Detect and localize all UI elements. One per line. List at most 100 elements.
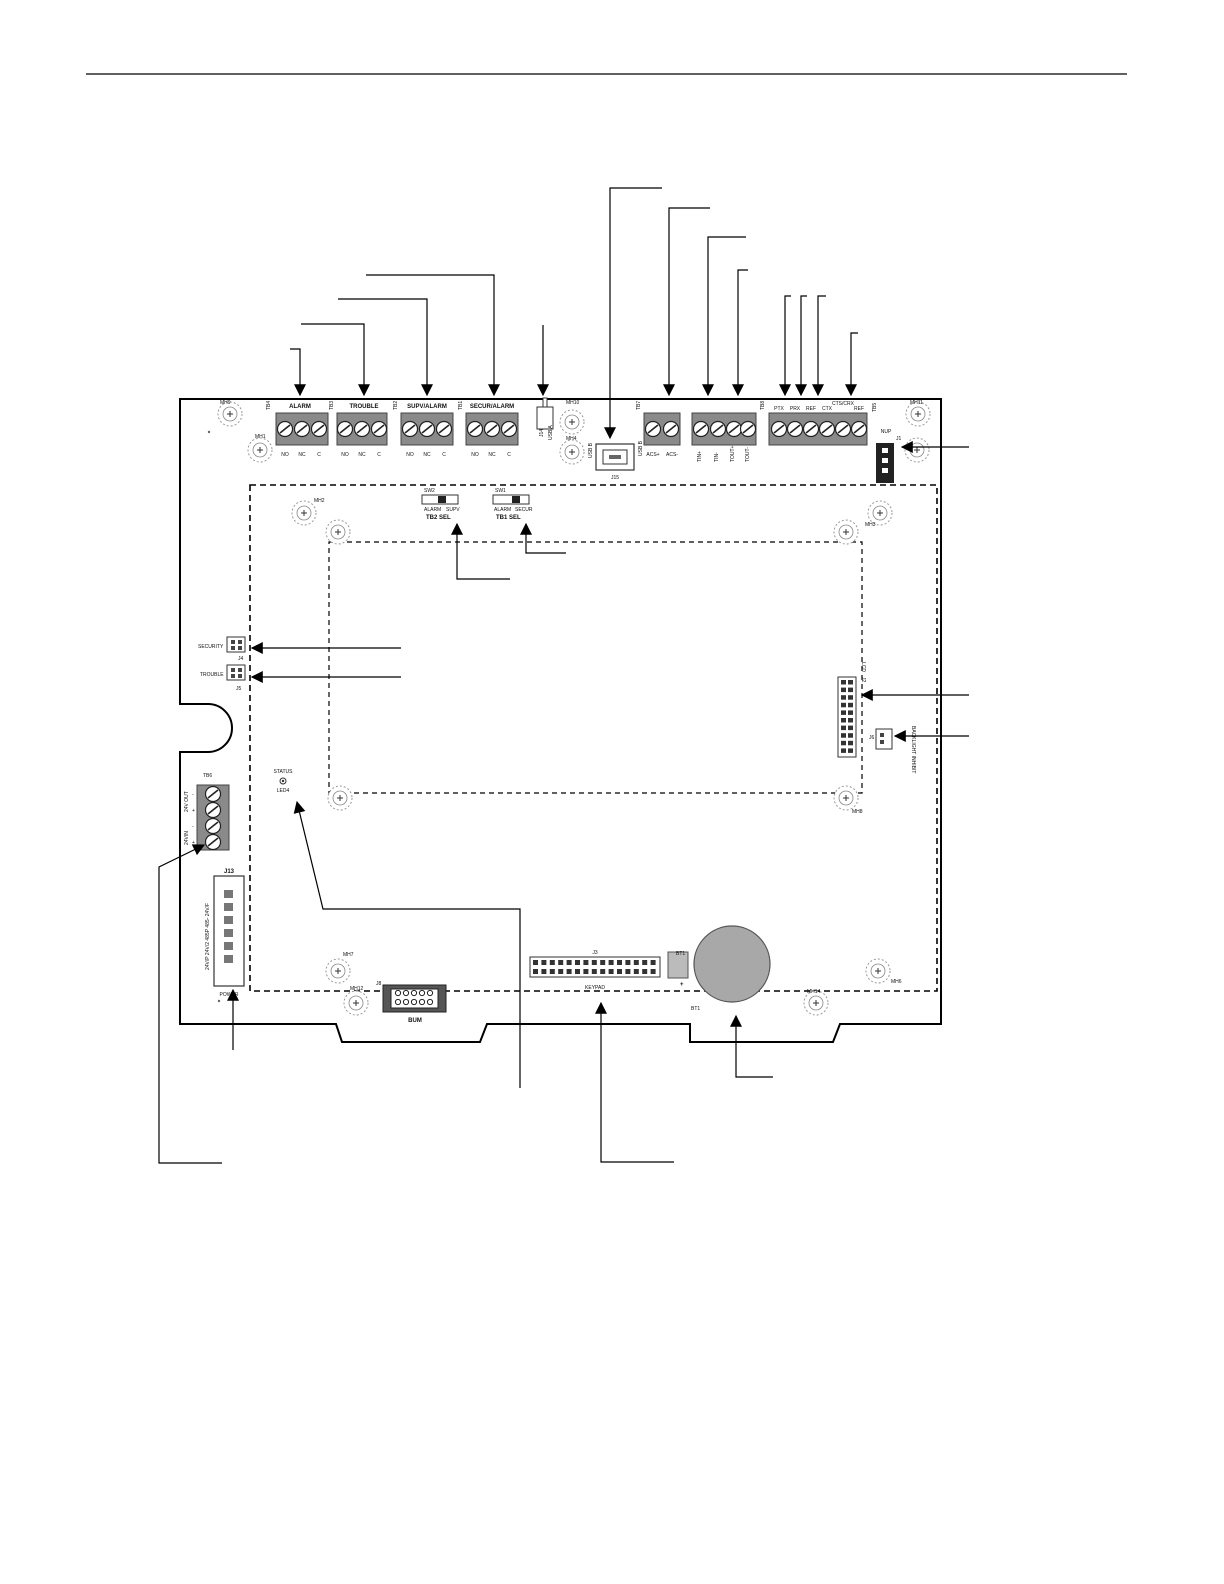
keypad-pin xyxy=(541,969,547,974)
tb6-sign-4: + xyxy=(192,840,195,846)
keypad-pin xyxy=(625,960,631,965)
mh6 xyxy=(865,958,891,984)
leader-tb7 xyxy=(663,207,710,397)
j6-backlight-jumper xyxy=(875,728,893,750)
sw2-alarm: ALARM xyxy=(424,507,441,513)
tb4-id: TB4 xyxy=(266,401,272,410)
usb-b-label-left: USB B xyxy=(588,442,594,458)
tb7-pin-2: ACS- xyxy=(666,452,678,458)
tb4-alarm-terminal xyxy=(275,412,329,446)
tb4-pin-nc: NC xyxy=(298,452,306,458)
lcd-pin xyxy=(848,718,853,723)
bum-pin xyxy=(426,998,434,1006)
tb3-pin-c: C xyxy=(377,452,381,458)
tb6-24vout: 24V OUT xyxy=(184,791,190,812)
keypad-pin xyxy=(549,960,555,965)
tb3-id: TB3 xyxy=(329,401,335,410)
power-pin xyxy=(224,942,233,950)
lcd-pin xyxy=(848,733,853,738)
j6-label: J6 xyxy=(869,735,875,741)
mh9-label: MH9 xyxy=(220,400,231,406)
mh10-label: MH10 xyxy=(566,400,580,406)
board-mark-dot-2 xyxy=(217,999,221,1003)
lcd-pin xyxy=(841,718,846,723)
tb5-terminal xyxy=(768,412,868,446)
tb5-ptx: PTX xyxy=(774,406,784,412)
mh8-label: MH8 xyxy=(852,809,863,815)
leader-usb-b xyxy=(604,187,662,440)
keypad-pin xyxy=(608,960,614,965)
mh4 xyxy=(559,439,585,465)
tb7-id: TB7 xyxy=(636,401,642,410)
tb2-pin-c: C xyxy=(442,452,446,458)
power-pin xyxy=(224,916,233,924)
lcd-pin xyxy=(848,710,853,715)
bum-pin xyxy=(410,989,418,997)
lcd-pin xyxy=(841,695,846,700)
leader-cts xyxy=(845,332,858,397)
tb6-id: TB6 xyxy=(203,773,212,779)
mh14-label: MH14 xyxy=(807,989,821,995)
keypad-connector-j3 xyxy=(529,956,661,978)
sw1-alarm: ALARM xyxy=(494,507,511,513)
keypad-pin xyxy=(600,960,606,965)
leader-prx xyxy=(795,295,807,397)
lcd-pin xyxy=(848,680,853,685)
leader-keypad xyxy=(595,1001,674,1163)
tb8-pin-2: TIN- xyxy=(714,452,720,462)
keypad-pin xyxy=(533,960,538,965)
lcd-pin xyxy=(848,702,853,708)
j3-label: J3 xyxy=(592,950,598,956)
tb8-terminal xyxy=(691,412,757,446)
tb4-pin-c: C xyxy=(317,452,321,458)
lcd-pin xyxy=(841,725,846,731)
tb1-id: TB1 xyxy=(458,401,464,410)
bum-pin xyxy=(394,989,402,997)
keypad-pin xyxy=(575,960,580,965)
battery-plus: + xyxy=(680,982,684,988)
tb3-title: TROUBLE xyxy=(350,404,379,410)
tb2-pin-no: NO xyxy=(406,452,414,458)
tb2-supv-alarm-terminal xyxy=(400,412,454,446)
j5-label: J5 xyxy=(236,686,242,692)
tb3-pin-nc: NC xyxy=(358,452,366,458)
j5-trouble-jumper xyxy=(226,664,246,681)
tb2-pin-nc: NC xyxy=(423,452,431,458)
tb8-pin-3: TOUT+ xyxy=(730,445,736,462)
tb1-pin-c: C xyxy=(507,452,511,458)
tb4-title: ALARM xyxy=(289,404,311,410)
bum-connector-j8 xyxy=(382,984,447,1013)
sw1-sel: TB1 SEL xyxy=(496,515,521,521)
keypad-pin xyxy=(533,969,538,974)
tb6-sign-1: - xyxy=(192,792,194,798)
tb8-id: TB8 xyxy=(760,401,766,410)
backlight-inhibit-label: BACKLIGHT INHIBIT xyxy=(910,726,916,773)
j15-label: J15 xyxy=(611,475,619,481)
battery-bt1 xyxy=(667,925,771,1003)
bum-pin xyxy=(418,989,426,997)
lcd-connector-pins xyxy=(841,680,853,753)
leader-sw1 xyxy=(520,522,566,554)
j4-label: J4 xyxy=(238,656,244,662)
led4-label: LED4 xyxy=(277,788,290,794)
tb3-pin-no: NO xyxy=(341,452,349,458)
tb6-24vin: 24VIN xyxy=(184,831,190,845)
bt1-label: BT1 xyxy=(691,1006,700,1012)
mh7 xyxy=(325,958,351,984)
leader-secur-alarm xyxy=(366,274,500,397)
usb-b-label-right: USB B xyxy=(638,440,644,456)
lcd-connector-j2 xyxy=(837,676,857,758)
keypad-pin xyxy=(558,960,564,965)
board-outline xyxy=(179,398,942,1043)
j8-label: J8 xyxy=(376,981,382,987)
keypad-pin xyxy=(575,969,580,974)
mh4-label: MH4 xyxy=(566,436,577,442)
enclosure-dashed-region xyxy=(249,484,938,992)
bum-pin xyxy=(394,998,402,1006)
keypad-label: KEYPAD xyxy=(585,985,605,991)
tb1-pin-nc: NC xyxy=(488,452,496,458)
power-pin xyxy=(224,955,233,963)
usb-a-label: USB A xyxy=(548,425,554,440)
keypad-pin xyxy=(642,969,648,974)
j1-label: J1 xyxy=(896,436,902,442)
